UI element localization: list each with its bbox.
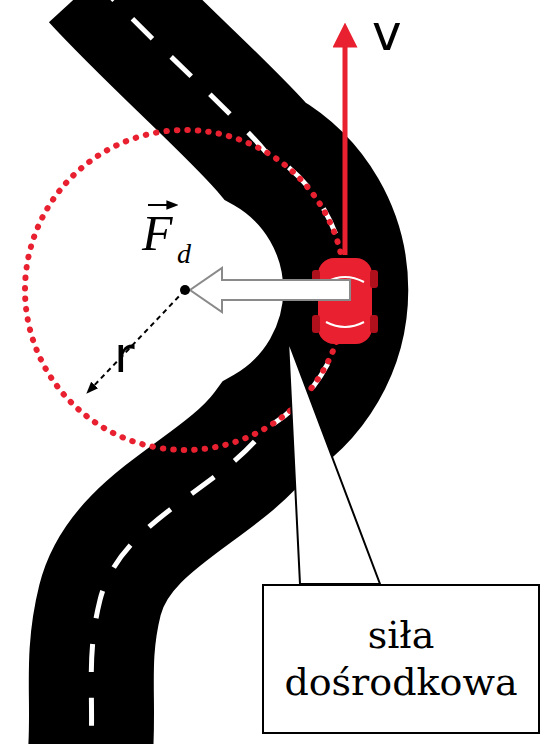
force-arrow bbox=[190, 268, 350, 312]
force-subscript: d bbox=[177, 240, 191, 268]
force-symbol: F bbox=[142, 208, 173, 258]
vector-sign bbox=[148, 204, 176, 206]
callout-text: siła dośrodkowa bbox=[276, 612, 526, 707]
center-point bbox=[180, 285, 190, 295]
callout-pointer bbox=[288, 340, 380, 584]
radius-line bbox=[88, 290, 185, 392]
velocity-label: v bbox=[372, 8, 402, 58]
velocity-arrow bbox=[343, 35, 348, 255]
radius-label: r bbox=[114, 330, 135, 380]
callout-box: siła dośrodkowa bbox=[262, 584, 540, 734]
